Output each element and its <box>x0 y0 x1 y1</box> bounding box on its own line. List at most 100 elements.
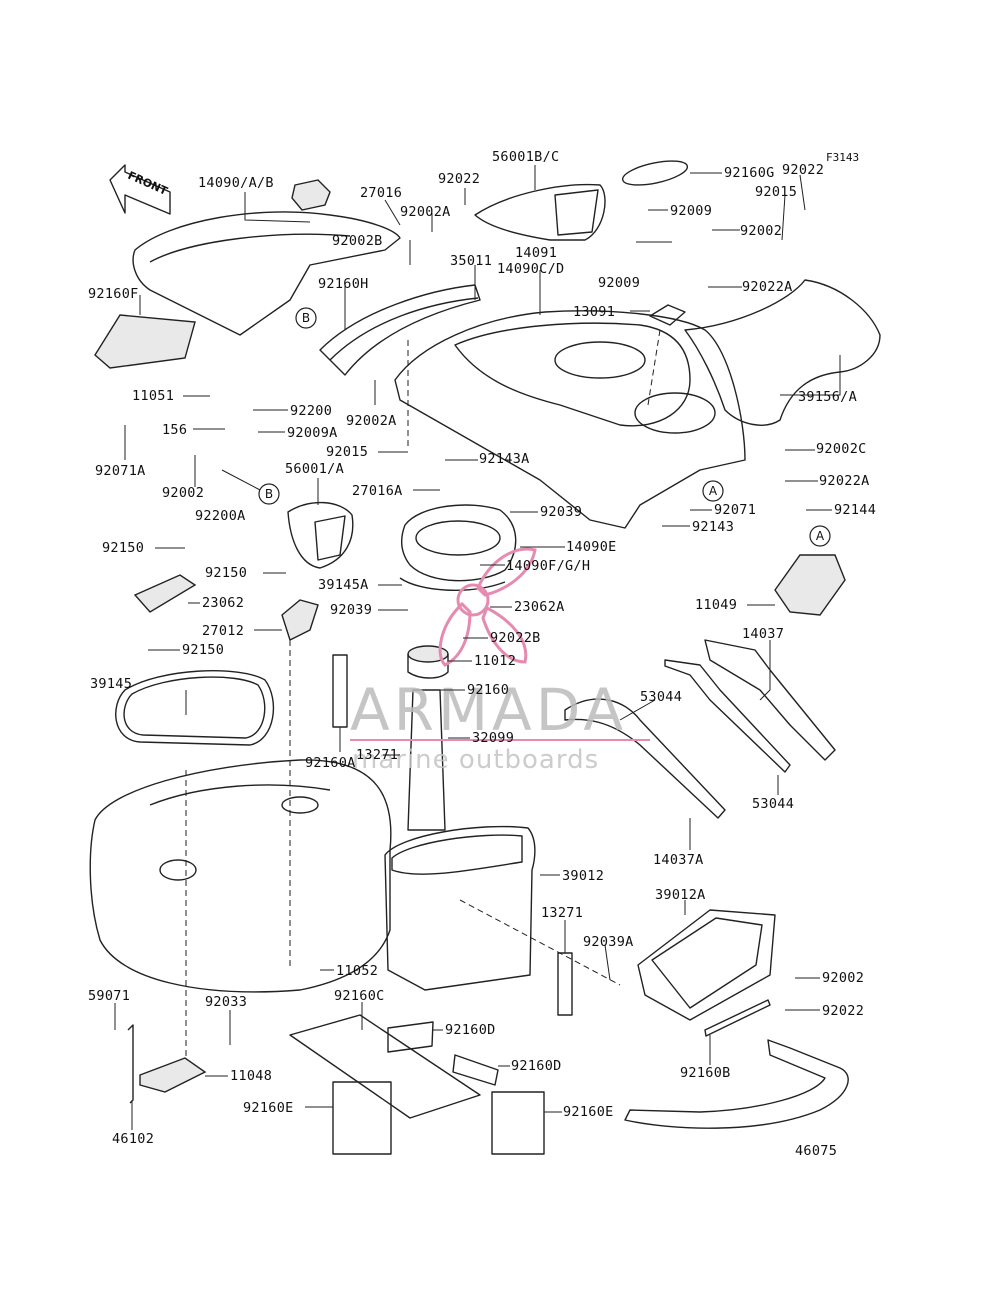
part-label: 92160C <box>334 988 385 1004</box>
bin-39012 <box>384 825 536 991</box>
part-label: 92200A <box>195 508 246 524</box>
part-label: 92002 <box>822 970 864 986</box>
part-label: 92150 <box>102 540 144 556</box>
part-label: 92002B <box>332 233 383 249</box>
part-label: 92022A <box>742 279 793 295</box>
part-label: 92160A <box>305 755 356 771</box>
leader-lines <box>114 165 841 1130</box>
gasket-39145 <box>115 670 275 746</box>
part-label: 14037 <box>742 626 784 642</box>
part-label: 92002 <box>740 223 782 239</box>
front-arrow: FRONT <box>109 164 171 215</box>
part-label: 46075 <box>795 1143 837 1159</box>
part-label: 92160F <box>88 286 139 302</box>
part-label: 39156/A <box>798 389 857 405</box>
part-label: 13271 <box>356 747 398 763</box>
front-arrow-label: FRONT <box>126 169 170 198</box>
part-label: 27016 <box>360 185 402 201</box>
watermark-tagline: marine outboards <box>352 745 599 775</box>
part-labels: F3143 14090/A/B 27016 92022 56001B/C 921… <box>88 149 876 1159</box>
part-label: 92160B <box>680 1065 731 1081</box>
callout-b-bottom-label: B <box>265 487 273 501</box>
tray-92160f <box>94 314 196 369</box>
part-label: 23062A <box>514 599 565 615</box>
part-label: 14090E <box>566 539 617 555</box>
part-label: 59071 <box>88 988 130 1004</box>
part-label: 14037A <box>653 852 704 868</box>
tube-32099 <box>407 689 446 831</box>
part-label: 56001/A <box>285 461 344 477</box>
watermark: ARMADA marine outboards <box>350 547 650 775</box>
part-label: 11051 <box>132 388 174 404</box>
part-label: 27012 <box>202 623 244 639</box>
watermark-brand: ARMADA <box>350 676 627 744</box>
part-label: 92022B <box>490 630 541 646</box>
part-label: 13091 <box>573 304 615 320</box>
callout-a-bracket <box>809 525 831 547</box>
part-label: 92022 <box>782 162 824 178</box>
part-label: 14091 <box>515 245 557 261</box>
part-label: 11012 <box>474 653 516 669</box>
part-label: 39145A <box>318 577 369 593</box>
part-label: 92009A <box>287 425 338 441</box>
part-label: 11052 <box>336 963 378 979</box>
callout-b-top <box>295 307 317 329</box>
part-label: 92039 <box>330 602 372 618</box>
part-label: 92071 <box>714 502 756 518</box>
part-label: 53044 <box>640 689 682 705</box>
part-label: 92160 <box>467 682 509 698</box>
part-label: 92015 <box>326 444 368 460</box>
figure-code: F3143 <box>826 151 859 164</box>
part-drawings: FRONT <box>89 160 881 1155</box>
part-label: 39145 <box>90 676 132 692</box>
propeller-logo-icon <box>438 547 537 667</box>
part-label: 92143 <box>692 519 734 535</box>
part-label: 92033 <box>205 994 247 1010</box>
part-label: 92200 <box>290 403 332 419</box>
bracket-35011 <box>319 284 481 376</box>
part-label: 92150 <box>205 565 247 581</box>
part-label: 92143A <box>479 451 530 467</box>
part-label: 92002C <box>816 441 867 457</box>
part-label: 11049 <box>695 597 737 613</box>
part-label: 92002A <box>346 413 397 429</box>
side-cover-39156 <box>684 279 881 426</box>
part-label: 92009 <box>670 203 712 219</box>
part-label: 35011 <box>450 253 492 269</box>
part-label: 156 <box>162 422 187 438</box>
part-label: 11048 <box>230 1068 272 1084</box>
callout-a-bracket-label: A <box>816 529 825 543</box>
part-label: 14090F/G/H <box>506 558 590 574</box>
part-label: 39012 <box>562 868 604 884</box>
part-label: 92039 <box>540 504 582 520</box>
strap-14037a <box>564 698 726 819</box>
part-label: 92160G <box>724 165 775 181</box>
part-label: 13271 <box>541 905 583 921</box>
part-label: 92160D <box>511 1058 562 1074</box>
part-label: 92160E <box>563 1104 614 1120</box>
deck-14091 <box>394 310 746 529</box>
callout-b-bottom <box>258 483 280 505</box>
tray-39012a <box>637 909 776 1021</box>
part-label: 46102 <box>112 1131 154 1147</box>
part-label: 53044 <box>752 796 794 812</box>
part-label: 92150 <box>182 642 224 658</box>
part-label: 92160H <box>318 276 369 292</box>
callouts: B B A A <box>258 307 831 547</box>
part-label: 92144 <box>834 502 876 518</box>
part-label: 92160D <box>445 1022 496 1038</box>
pad-92160g <box>621 160 689 186</box>
part-label: 92002A <box>400 204 451 220</box>
callout-b-top-label: B <box>302 311 310 325</box>
handle-46075 <box>624 1039 849 1129</box>
hatch-14090e <box>401 504 517 582</box>
rear-cover-14090 <box>132 211 401 336</box>
callout-a-deck-label: A <box>709 484 718 498</box>
part-label: 56001B/C <box>492 149 559 165</box>
hull-body <box>89 759 392 993</box>
bracket-11049 <box>774 554 846 616</box>
part-label: 92022A <box>819 473 870 489</box>
part-label: 39012A <box>655 887 706 903</box>
part-label: 92071A <box>95 463 146 479</box>
